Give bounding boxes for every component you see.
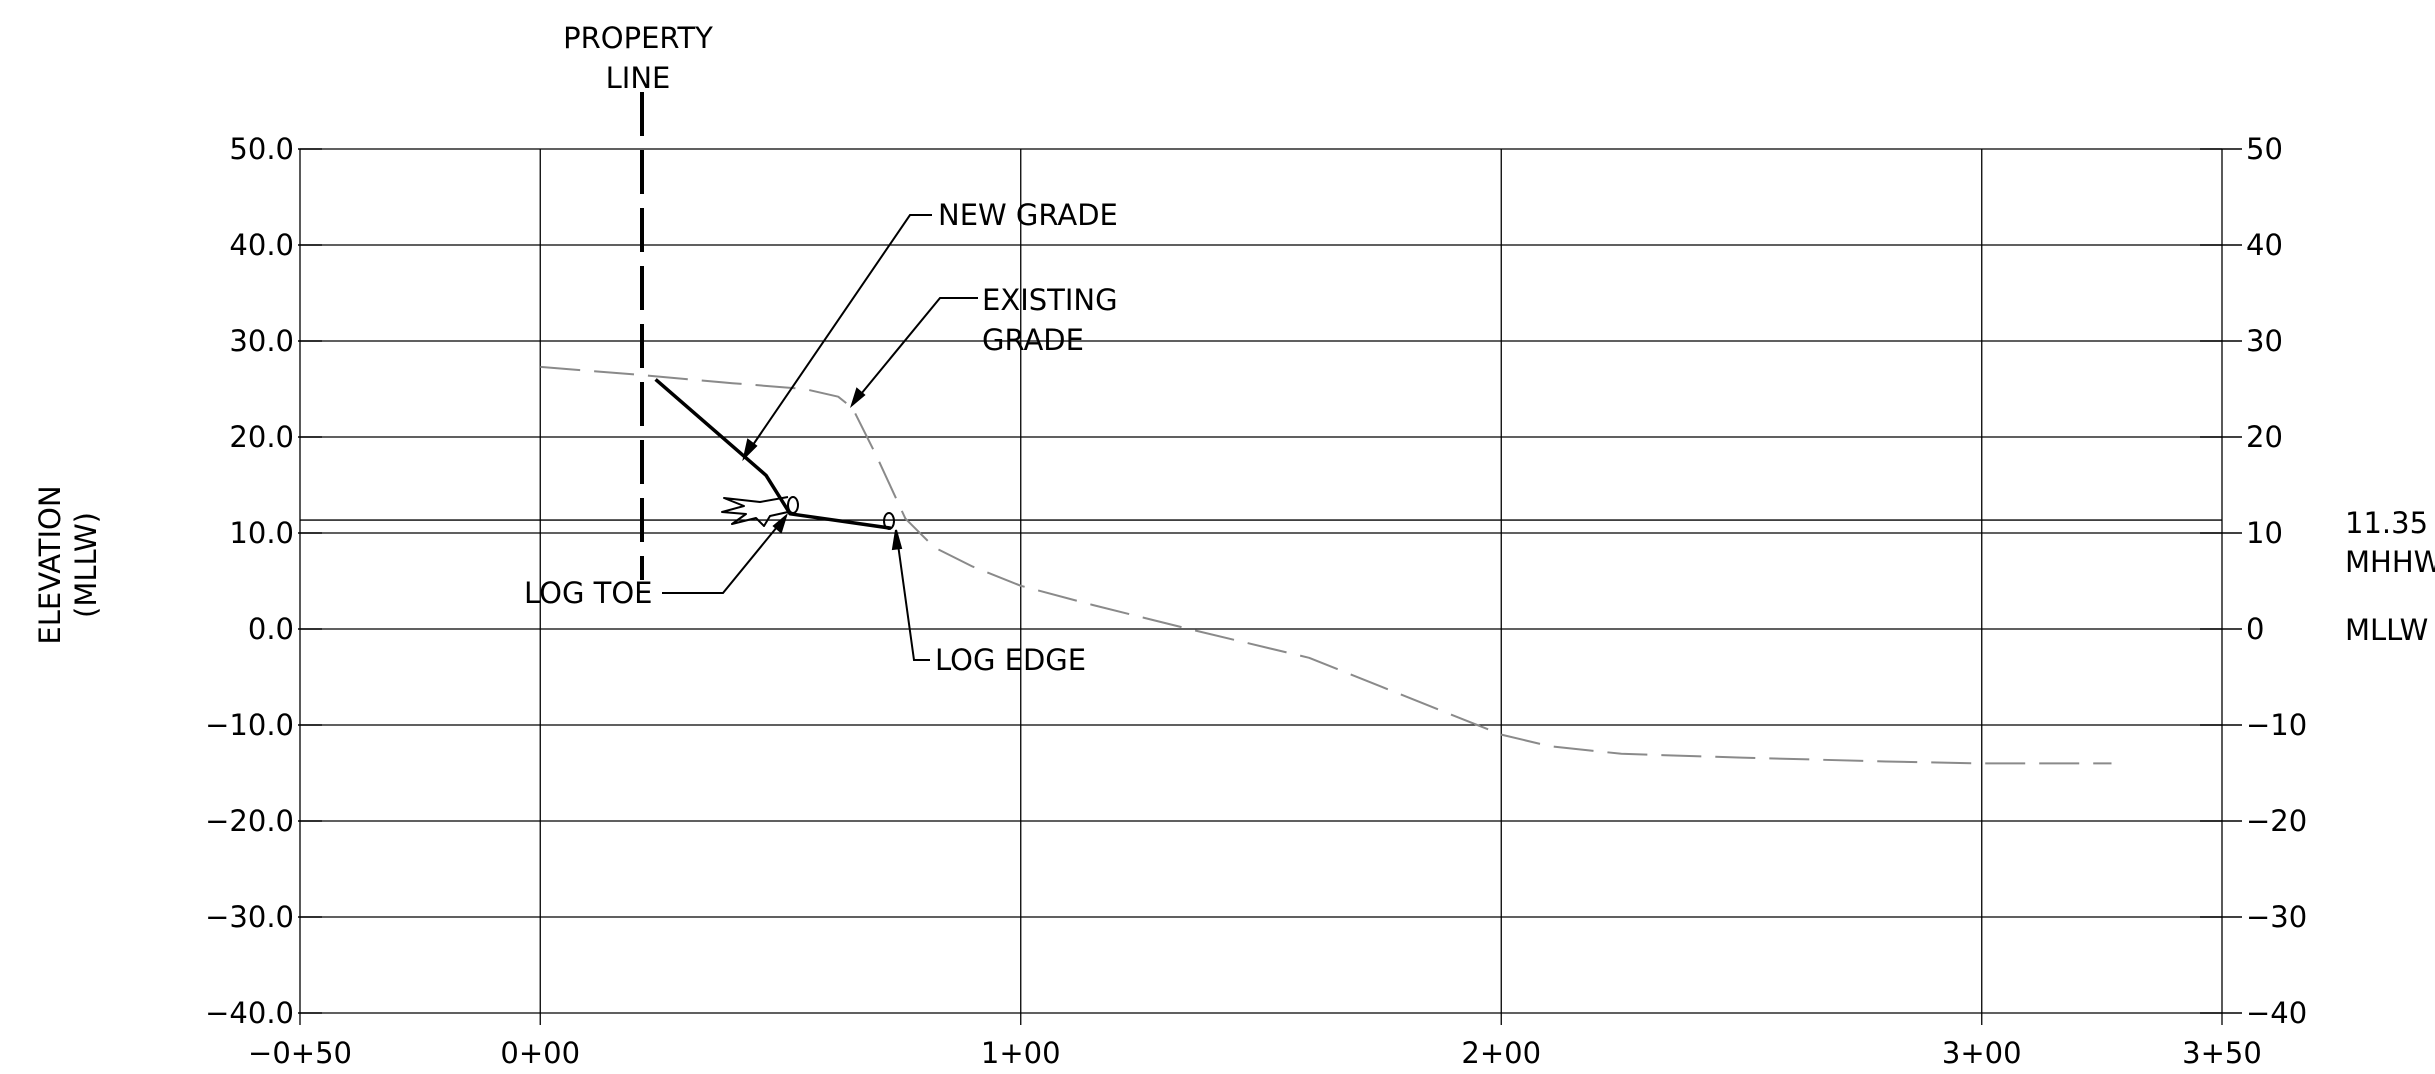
log-toe-log-icon <box>787 496 799 514</box>
property-line-label-2: LINE <box>606 61 671 95</box>
x-tick-label: −0+50 <box>248 1036 352 1070</box>
new-grade-label: NEW GRADE <box>938 198 1118 232</box>
y-tick-label-right: 10 <box>2246 516 2283 550</box>
existing-grade-label-2: GRADE <box>982 323 1084 357</box>
y-tick-label-right: 0 <box>2246 612 2264 646</box>
log-toe-callout <box>662 513 788 594</box>
y-tick-label-left: 40.0 <box>229 228 294 262</box>
y-tick-label-left: 20.0 <box>229 420 294 454</box>
y-tick-label-right: −20 <box>2246 804 2307 838</box>
x-tick-label: 3+50 <box>2182 1036 2262 1070</box>
y-axis-title: ELEVATION (MLLW) <box>33 485 103 644</box>
x-tick-label: 2+00 <box>1461 1036 1541 1070</box>
y-tick-label-left: −10.0 <box>205 708 294 742</box>
svg-text:(MLLW): (MLLW) <box>69 512 103 618</box>
y-tick-label-right: 30 <box>2246 324 2283 358</box>
rootwad-icon <box>721 496 789 527</box>
grid-layer <box>298 148 2242 1025</box>
y-tick-label-left: −20.0 <box>205 804 294 838</box>
mllw-name-label: MLLW <box>2345 613 2428 647</box>
y-tick-label-right: 50 <box>2246 132 2283 166</box>
y-tick-label-left: −30.0 <box>205 900 294 934</box>
mhhw-name-label: MHHW <box>2345 545 2435 579</box>
new-grade-line <box>654 378 892 530</box>
x-tick-label: 0+00 <box>500 1036 580 1070</box>
x-tick-label: 1+00 <box>981 1036 1061 1070</box>
log-toe-label: LOG TOE <box>524 576 653 610</box>
svg-text:ELEVATION: ELEVATION <box>33 485 67 644</box>
mhhw-value-label: 11.35 <box>2345 506 2428 540</box>
existing-grade-line <box>540 365 2112 765</box>
y-tick-label-left: 10.0 <box>229 516 294 550</box>
property-line-label-1: PROPERTY <box>563 21 713 55</box>
y-tick-label-right: 20 <box>2246 420 2283 454</box>
existing-grade-label-1: EXISTING <box>982 283 1118 317</box>
y-tick-label-left: 0.0 <box>248 612 294 646</box>
log-layer <box>721 496 895 530</box>
log-edge-label: LOG EDGE <box>935 643 1086 677</box>
new-grade-callout <box>742 214 932 462</box>
y-tick-label-right: 40 <box>2246 228 2283 262</box>
log-edge-log-icon <box>883 512 895 530</box>
log-edge-callout <box>891 529 930 661</box>
y-tick-label-right: −10 <box>2246 708 2307 742</box>
x-tick-label: 3+00 <box>1942 1036 2022 1070</box>
y-tick-label-right: −40 <box>2246 996 2307 1030</box>
y-tick-label-left: −40.0 <box>205 996 294 1030</box>
y-tick-label-right: −30 <box>2246 900 2307 934</box>
tick-labels-layer: 50.0 50 40.0 40 30.0 30 20.0 20 10.0 10 0.0 0 −10.0 −… <box>205 132 2307 1070</box>
series-layer <box>540 365 2112 765</box>
y-tick-label-left: 30.0 <box>229 324 294 358</box>
existing-grade-callout <box>850 297 978 408</box>
y-tick-label-left: 50.0 <box>229 132 294 166</box>
